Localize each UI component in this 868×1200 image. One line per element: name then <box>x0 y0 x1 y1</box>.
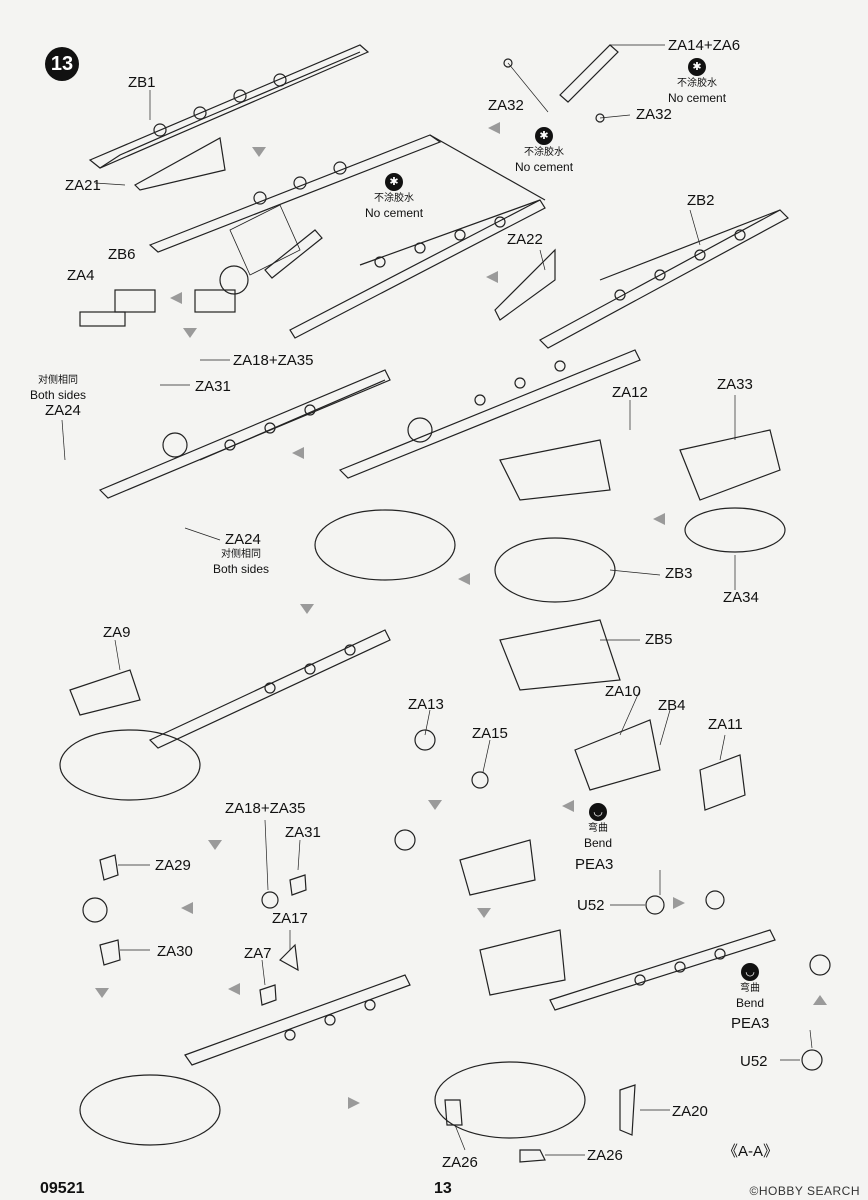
bend-note-bottom: ◡ 弯曲 Bend <box>736 963 764 1011</box>
turntable-with-boom <box>314 349 641 581</box>
no-cement-icon: ✱ <box>688 58 707 76</box>
boom-with-sheave-left <box>98 369 391 499</box>
label-za17: ZA17 <box>272 910 308 927</box>
za9-assembly <box>59 629 391 801</box>
za10-zb4-part <box>574 719 661 791</box>
zb1-boom-part <box>88 44 370 191</box>
label-za10: ZA10 <box>605 683 641 700</box>
za13-part <box>414 729 436 751</box>
label-za4: ZA4 <box>67 267 95 284</box>
zb3-base <box>494 537 616 603</box>
label-zb1: ZB1 <box>128 74 156 91</box>
za29-part <box>99 854 119 881</box>
footer-product-code: 09521 <box>40 1180 85 1197</box>
no-cement-icon: ✱ <box>385 173 404 191</box>
section-label: 《A-A》 <box>722 1143 778 1160</box>
zb6-part <box>114 289 156 313</box>
label-za32-left: ZA32 <box>488 97 524 114</box>
label-za29: ZA29 <box>155 857 191 874</box>
label-za34: ZA34 <box>723 589 759 606</box>
bend-icon: ◡ <box>741 963 760 981</box>
both-sides-note-bottom: 对侧相同 Both sides <box>213 549 270 576</box>
label-za15: ZA15 <box>472 725 508 742</box>
label-zb5: ZB5 <box>645 631 673 648</box>
label-za12: ZA12 <box>612 384 648 401</box>
bottom-left-assembly <box>79 974 411 1146</box>
label-zb4: ZB4 <box>658 697 686 714</box>
label-pea3-top: PEA3 <box>575 856 614 873</box>
label-za18-za35-top: ZA18+ZA35 <box>233 352 314 369</box>
label-za32-right: ZA32 <box>636 106 672 123</box>
label-za26-left: ZA26 <box>442 1154 478 1171</box>
no-cement-note-boom: ✱ 不涂胶水 No cement <box>365 173 423 221</box>
footer-page-number: 13 <box>434 1180 452 1197</box>
label-za7: ZA7 <box>244 945 272 962</box>
label-za30: ZA30 <box>157 943 193 960</box>
label-za26-right: ZA26 <box>587 1147 623 1164</box>
label-za33: ZA33 <box>717 376 753 393</box>
watermark: ©HOBBY SEARCH <box>749 1184 860 1198</box>
label-za31-mid: ZA31 <box>285 824 321 841</box>
step-number-badge: 13 <box>45 47 79 81</box>
bend-note-top: ◡ 弯曲 Bend <box>584 803 612 851</box>
label-zb6: ZB6 <box>108 246 136 263</box>
label-za24-top: ZA24 <box>45 402 81 419</box>
no-cement-icon: ✱ <box>535 127 554 145</box>
label-za18-za35-mid: ZA18+ZA35 <box>225 800 306 817</box>
label-za13: ZA13 <box>408 696 444 713</box>
label-za9: ZA9 <box>103 624 131 641</box>
za33-lid <box>499 439 611 501</box>
zb6-assembled-part <box>194 289 236 313</box>
za14-za6-cylinder <box>559 44 619 103</box>
label-u52-top: U52 <box>577 897 605 914</box>
za7-part <box>259 984 277 1006</box>
label-zb3: ZB3 <box>665 565 693 582</box>
za17-part <box>279 943 299 972</box>
label-pea3-bottom: PEA3 <box>731 1015 770 1032</box>
za15-part <box>471 771 489 789</box>
both-sides-note-top: 对侧相同 Both sides <box>30 375 87 402</box>
label-u52-bottom: U52 <box>740 1053 768 1070</box>
za34-ring <box>684 507 786 553</box>
za11-part <box>699 754 746 811</box>
label-za31-top: ZA31 <box>195 378 231 395</box>
process-arrows <box>95 122 827 1109</box>
no-cement-note-middle: ✱ 不涂胶水 No cement <box>515 127 573 175</box>
label-za24-bottom: ZA24 <box>225 531 261 548</box>
label-za14-za6: ZA14+ZA6 <box>668 37 741 54</box>
za30-part <box>99 939 121 966</box>
label-za20: ZA20 <box>672 1103 708 1120</box>
u52-top-part <box>645 895 665 915</box>
u52-bottom-part <box>801 1049 823 1071</box>
za4-part <box>79 311 126 327</box>
za33-part <box>679 429 781 501</box>
label-za22: ZA22 <box>507 231 543 248</box>
boom-assembly-top <box>148 134 546 339</box>
label-zb2: ZB2 <box>687 192 715 209</box>
zb5-plate <box>499 619 621 691</box>
zb2-boom-part <box>494 209 789 349</box>
bottom-right-assembly <box>434 929 776 1163</box>
label-za21: ZA21 <box>65 177 101 194</box>
label-za11: ZA11 <box>708 716 743 733</box>
bend-icon: ◡ <box>589 803 608 821</box>
no-cement-note-top: ✱ 不涂胶水 No cement <box>668 58 726 106</box>
